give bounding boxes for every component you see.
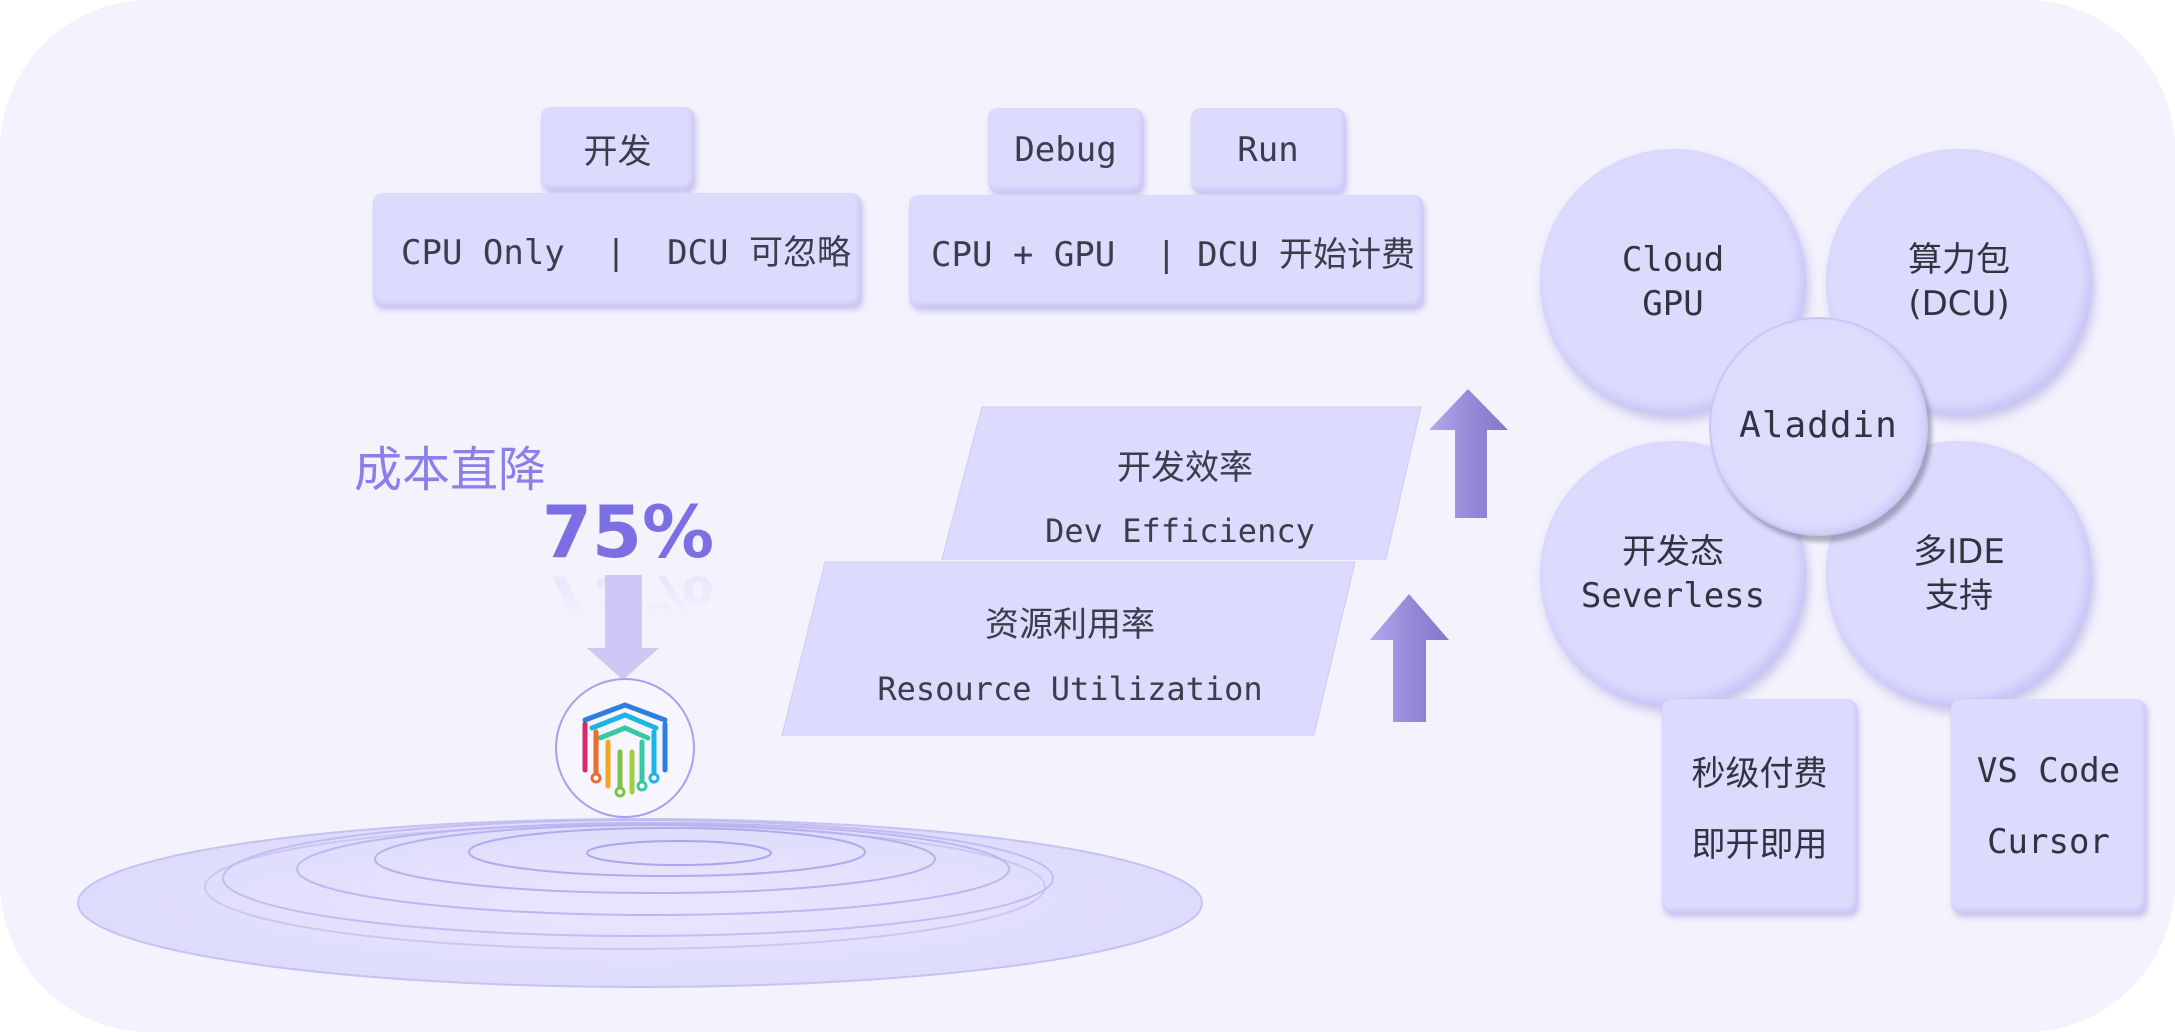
aladdin-label: Aladdin <box>1739 405 1898 447</box>
editor-vscode: VS Code <box>1976 750 2121 791</box>
multi-ide-line2: 支持 <box>1925 576 1993 616</box>
cloud-gpu-line2: GPU <box>1642 284 1704 324</box>
billing-line1: 秒级付费 <box>1691 754 1828 794</box>
dev-description-box: CPU Only | DCU 可忽略 <box>373 193 861 306</box>
compute-pack-circle: 算力包 (DCU) <box>1826 149 2092 415</box>
aladdin-center-circle: Aladdin <box>1709 317 1928 536</box>
multi-ide-line1: 多IDE <box>1913 531 2005 572</box>
resource-utilization-en: Resource Utilization <box>877 670 1263 708</box>
cost-percent: 75% <box>541 490 715 574</box>
resource-utilization-cn: 资源利用率 <box>985 605 1155 645</box>
colorful-cube-circuit-icon <box>555 678 695 818</box>
down-arrow-icon <box>587 575 659 680</box>
billing-box: 秒级付费 即开即用 <box>1662 699 1857 913</box>
compute-pack-line1: 算力包 <box>1908 239 2010 280</box>
multi-ide-circle: 多IDE 支持 <box>1826 441 2092 707</box>
dev-efficiency-block <box>941 406 1422 560</box>
resource-utilization-block <box>781 561 1356 736</box>
serverless-line1: 开发态 <box>1622 531 1724 572</box>
up-arrow-icon <box>1429 389 1508 518</box>
dev-efficiency-en: Dev Efficiency <box>1045 512 1315 550</box>
dev-efficiency-cn: 开发效率 <box>1117 448 1253 488</box>
run-description-box: CPU + GPU | DCU 开始计费 <box>909 195 1423 307</box>
cost-headline: 成本直降 <box>353 442 546 498</box>
editors-box: VS Code Cursor <box>1951 699 2146 913</box>
editor-cursor: Cursor <box>1987 821 2110 862</box>
compute-pack-line2: (DCU) <box>1908 284 2010 324</box>
billing-line2: 即开即用 <box>1691 825 1828 865</box>
dev-tab: 开发 <box>541 107 694 190</box>
debug-tab: Debug <box>988 108 1143 192</box>
up-arrow-icon <box>1370 594 1449 722</box>
serverless-line2: Severless <box>1580 576 1766 616</box>
ripple-rings <box>77 818 1203 988</box>
run-tab: Run <box>1191 108 1345 192</box>
cloud-gpu-line1: Cloud <box>1621 239 1725 280</box>
